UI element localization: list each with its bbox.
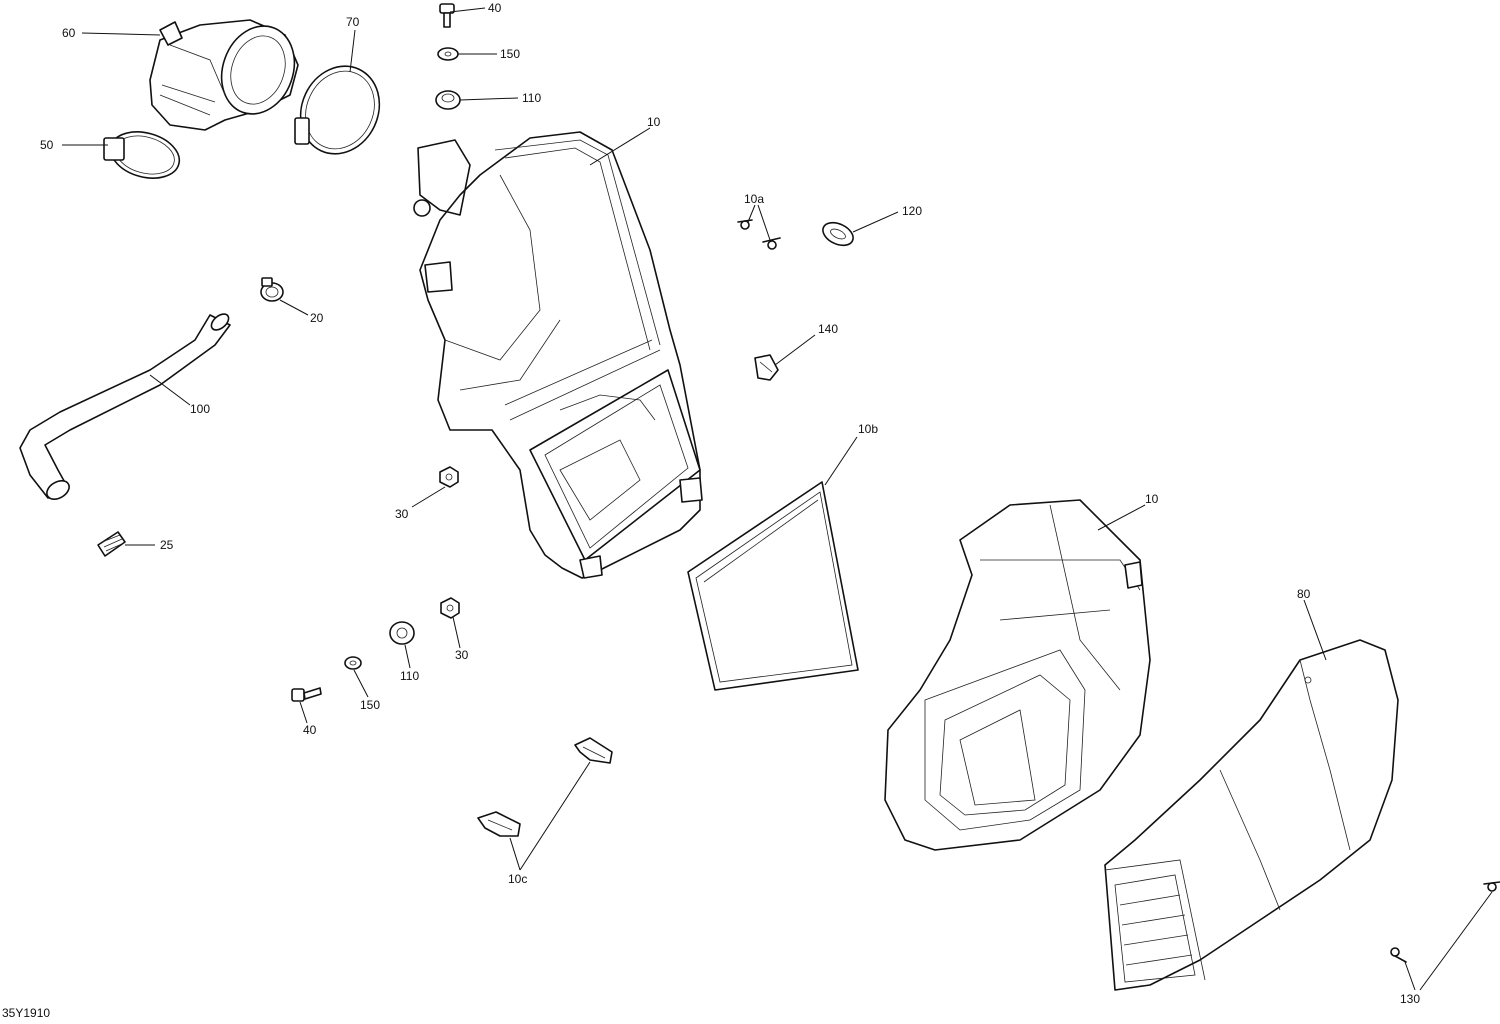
part-10-airbox-housing: [413, 131, 703, 579]
part-30-nut-lower: [440, 597, 460, 619]
part-100-drain-hose: [19, 313, 231, 500]
callout-labels: 60 70 40 150 110 10 50 10a 120 20 140 10…: [2, 1, 1420, 1020]
callout-10b: 10b: [858, 422, 878, 436]
callout-25: 25: [160, 538, 174, 552]
part-10b-air-filter: [687, 481, 859, 691]
callout-10-housing: 10: [647, 115, 661, 129]
callout-140: 140: [818, 322, 838, 336]
callout-150-lower: 150: [360, 698, 380, 712]
callout-30-lower: 30: [455, 648, 469, 662]
part-40-bolt-top: [439, 3, 455, 28]
part-120-grommet: [822, 221, 854, 247]
callout-70: 70: [346, 15, 360, 29]
leader-lines: [62, 7, 1493, 991]
part-25-spring: [97, 531, 126, 557]
part-20-hose-clip: [260, 277, 284, 302]
callout-50: 50: [40, 138, 54, 152]
part-80-intake-silencer: [1104, 639, 1399, 991]
part-110-grommet-top: [435, 90, 461, 110]
part-150-washer-lower: [344, 656, 362, 670]
part-110-grommet-lower: [389, 621, 415, 645]
part-40-bolt-lower: [291, 687, 322, 702]
callout-10c: 10c: [508, 872, 527, 886]
part-30-nut-upper: [439, 466, 459, 488]
callout-10a: 10a: [744, 192, 764, 206]
callout-40-top: 40: [488, 1, 502, 15]
callout-110-lower: 110: [400, 669, 419, 683]
callout-150-top: 150: [500, 47, 520, 61]
part-50-clamp: [103, 131, 181, 179]
callout-100: 100: [190, 402, 210, 416]
callout-10-cover: 10: [1145, 492, 1159, 506]
part-130-screws: [1390, 881, 1500, 963]
part-10c-clips: [477, 737, 613, 837]
callout-30-upper: 30: [395, 507, 409, 521]
diagram-id: 35Y1910: [2, 1006, 50, 1020]
part-150-washer-top: [437, 47, 459, 61]
part-70-clamp: [294, 65, 381, 155]
callout-20: 20: [310, 311, 324, 325]
callout-80: 80: [1297, 587, 1311, 601]
callout-40-lower: 40: [303, 723, 317, 737]
callout-130: 130: [1400, 992, 1420, 1006]
callout-120: 120: [902, 204, 922, 218]
callout-60: 60: [62, 26, 76, 40]
callout-110-top: 110: [522, 91, 541, 105]
part-10-airbox-cover: [884, 499, 1151, 851]
part-60-intake-elbow: [149, 19, 299, 131]
part-10a-screws: [737, 219, 781, 250]
part-140-clip: [754, 354, 779, 381]
